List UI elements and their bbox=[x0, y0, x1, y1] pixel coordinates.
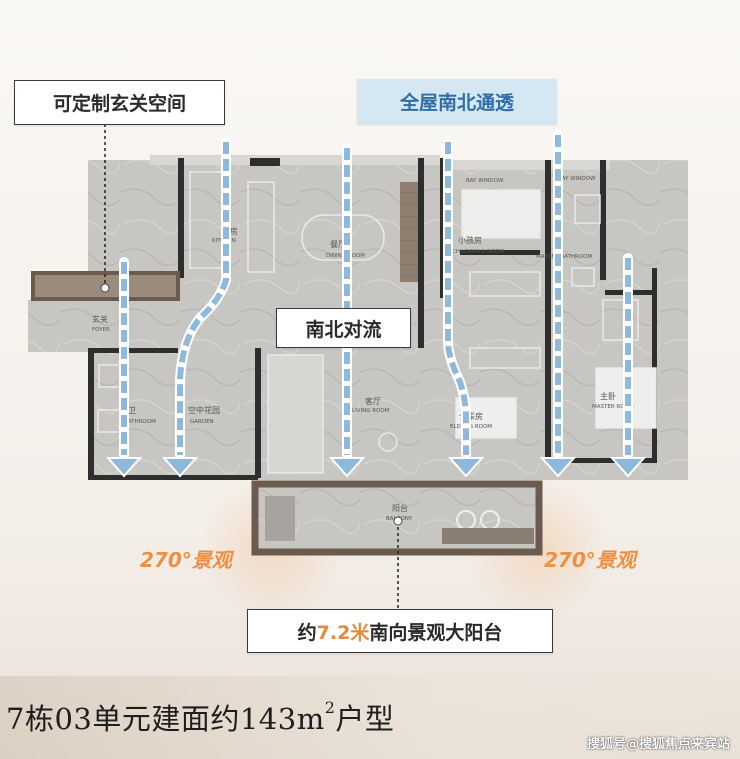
balcony-suffix: 南向景观大阳台 bbox=[369, 621, 503, 644]
arrow-head bbox=[447, 457, 485, 478]
room-label: BATHROOM bbox=[124, 419, 156, 425]
room-label: ELDER'S ROOM bbox=[450, 424, 492, 430]
room-label: BAY WINDOW bbox=[466, 178, 504, 184]
room-label: 阳台 bbox=[392, 503, 408, 513]
room-label: 餐厅 bbox=[330, 240, 346, 249]
balcony-marker bbox=[393, 516, 403, 526]
leader-lines bbox=[104, 124, 399, 608]
unit-title-main: 7栋03单元建面约143m bbox=[6, 702, 325, 736]
through-ventilation-callout: 全屋南北通透 bbox=[357, 79, 557, 124]
arrow-head bbox=[609, 457, 647, 478]
unit-title-sup: 2 bbox=[324, 698, 336, 717]
room-label: MASTER ROOM bbox=[592, 404, 634, 410]
through-callout-text: 全屋南北通透 bbox=[399, 92, 514, 114]
airflow-arrows bbox=[105, 130, 647, 478]
unit-title: 7栋03单元建面约143m2户型 bbox=[6, 696, 394, 738]
convection-callout: 南北对流 bbox=[276, 308, 411, 348]
room-label: 主卧 bbox=[600, 391, 616, 401]
arrow-head bbox=[328, 457, 366, 478]
view-label-right: 270°景观 bbox=[544, 548, 636, 572]
room-label: CHILDREN'S ROOM bbox=[452, 249, 505, 255]
room-label: 空中花园 bbox=[188, 405, 220, 415]
room-label: MASTER BATHROOM bbox=[536, 254, 592, 260]
balcony-prefix: 约 bbox=[297, 621, 317, 644]
room-label: 玄关 bbox=[92, 314, 108, 324]
convection-callout-text: 南北对流 bbox=[305, 318, 382, 341]
foyer-callout: 可定制玄关空间 bbox=[14, 80, 225, 125]
view-label-left: 270°景观 bbox=[140, 548, 232, 572]
room-label: 卫 bbox=[128, 406, 136, 415]
room-label: LIVING ROOM bbox=[352, 408, 390, 414]
balcony-width: 7.2米 bbox=[316, 621, 370, 644]
room-label: 长辈房 bbox=[459, 411, 483, 421]
room-label: GARDEN bbox=[190, 419, 214, 425]
room-label: 客厅 bbox=[365, 396, 381, 406]
balcony-plan bbox=[251, 480, 543, 556]
room-label: 小孩房 bbox=[458, 235, 482, 245]
airflow-arrow bbox=[445, 142, 469, 455]
arrow-head bbox=[105, 457, 143, 478]
title-bar bbox=[0, 676, 740, 759]
watermark: 搜狐号@搜狐焦点来宾站 bbox=[586, 737, 730, 752]
room-label: BAY WINDOW bbox=[558, 176, 596, 182]
arrow-head bbox=[539, 457, 577, 478]
airflow-arrow bbox=[177, 142, 229, 455]
room-label: FOYER bbox=[92, 327, 110, 333]
foyer-marker bbox=[100, 283, 110, 293]
arrow-head bbox=[161, 457, 199, 478]
foyer-callout-text: 可定制玄关空间 bbox=[52, 93, 186, 115]
unit-title-suffix: 户型 bbox=[335, 702, 395, 736]
foyer-cabinet bbox=[31, 271, 180, 301]
